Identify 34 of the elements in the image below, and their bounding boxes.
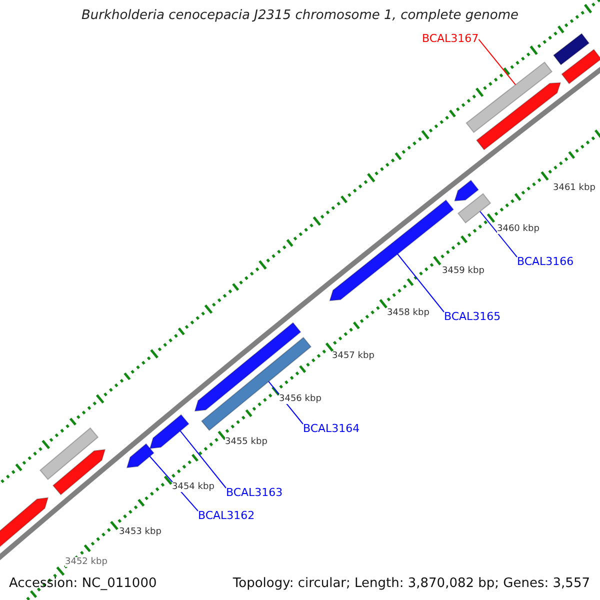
- scale-label: 3458 kbp: [387, 308, 430, 318]
- scale-label: 3452 kbp: [65, 557, 108, 568]
- scale-label: 3455 kbp: [225, 437, 268, 448]
- scale-label: 3453 kbp: [119, 527, 162, 538]
- gene-feature: [476, 82, 562, 150]
- leader-line: [180, 430, 226, 488]
- feature-bar: [39, 427, 99, 480]
- gene-label: BCAL3166: [517, 256, 574, 269]
- scale-label: 3454 kbp: [172, 482, 214, 492]
- scale-label: 3456 kbp: [279, 394, 322, 404]
- leader-line: [480, 210, 518, 258]
- gene-label: BCAL3163: [226, 487, 283, 500]
- feature-bar: [457, 193, 492, 224]
- scale-label: 3457 kbp: [332, 351, 374, 362]
- scale-label: 3461 kbp: [553, 183, 596, 194]
- feature-bar: [561, 48, 600, 84]
- gene-label: BCAL3165: [444, 311, 501, 324]
- genome-info-text: Topology: circular; Length: 3,870,082 bp; Genes: 3,557: [232, 577, 590, 592]
- leader-line: [396, 253, 444, 312]
- gene-feature: [52, 449, 106, 496]
- scale-label: 3459 kbp: [442, 266, 484, 276]
- gene-feature: [149, 414, 190, 450]
- gene-label: BCAL3164: [303, 423, 360, 436]
- gene-label: BCAL3167: [422, 33, 479, 46]
- gene-label: BCAL3162: [198, 510, 255, 523]
- leader-line: [478, 38, 516, 86]
- feature-bar: [466, 61, 553, 134]
- gene-feature: [454, 180, 480, 202]
- feature-bar: [552, 32, 590, 66]
- gene-feature: [126, 443, 155, 468]
- accession-text: Accession: NC_011000: [9, 577, 157, 592]
- scale-label: 3460 kbp: [497, 224, 540, 234]
- chart-title: Burkholderia cenocepacia J2315 chromosome 1, complete genome: [80, 9, 520, 24]
- gene-feature: [194, 322, 302, 412]
